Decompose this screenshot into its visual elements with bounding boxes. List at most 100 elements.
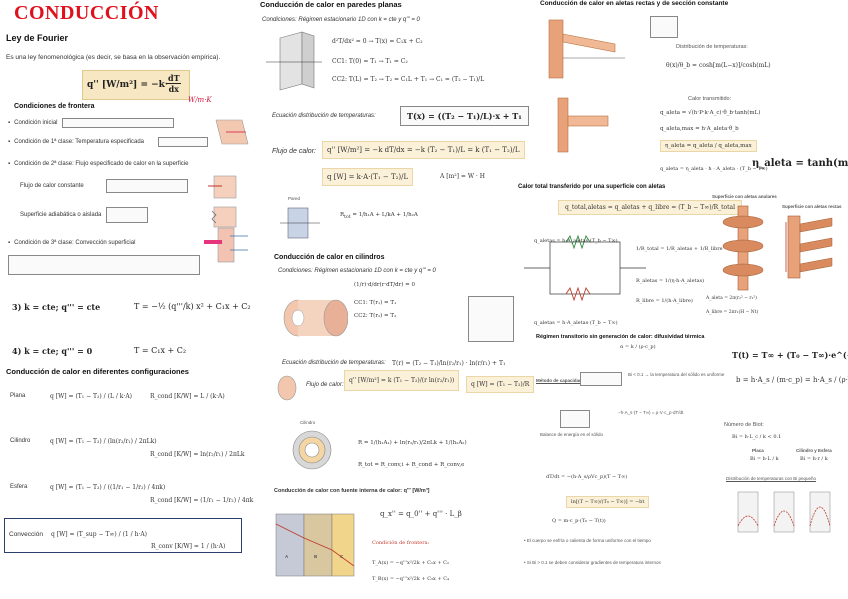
cyl-flux-label: Flujo de calor:: [306, 382, 344, 388]
fin-efficiency-eq: η_aleta = tanh(mL) / mL: [752, 158, 848, 169]
annular-fins-diagram: [722, 205, 764, 291]
total-heat-heading: Calor total transferido por una superfic…: [518, 184, 666, 190]
biot-eq: Bi = h·L_c / k < 0.1: [732, 434, 782, 440]
transient-eq: T(t) = T∞ + (T₀ − T∞)·e^(−bt): [732, 350, 848, 360]
biot-label: Número de Biot:: [724, 422, 764, 428]
fin-temp-dist-eq: θ(x)/θ_b = cosh[m(L−x)]/cosh(mL): [666, 62, 771, 69]
lumped-energy-box: [580, 372, 622, 386]
temp-dist-label: Ecuación distribución de temperaturas:: [272, 113, 376, 119]
boundary-first-eq: [158, 137, 208, 147]
total-heat-eq: q_total,aletas = q_aletas + q_libre = (T…: [558, 200, 743, 215]
biot-cyl-eq: Bi = h·r / k: [800, 456, 828, 462]
transient-ode: dT/dt = −(h·A_s/ρVc_p)(T − T∞): [546, 474, 628, 480]
biot-plate-label: Placa: [752, 448, 764, 453]
wall-resistance-eq: Rtot = 1/h₁A + L/kA + 1/h₂A: [340, 212, 418, 221]
cyl-res-eq: R_tot = R_conv,i + R_cond + R_conv,e: [358, 462, 465, 468]
temp-dist-eq: T(x) = ((T₂ − T₁)/L)·x + T₁: [400, 106, 529, 126]
cyl-bc-2: CC2: T(r₂) = T₂: [354, 313, 397, 319]
transient-heading: Régimen transitorio sin generación de ca…: [536, 334, 705, 340]
config-plana-eq: q [W] = (T₁ − T₂) / (L / k·A): [50, 393, 132, 400]
b-eq: b = h·A_s / (m·c_p) = h·A_s / (ρ·V·c_p): [736, 376, 848, 384]
fin-heat-eq-2: q_aleta,max = h·A_aleta·θ_b: [660, 126, 739, 132]
cyl-conditions: Condiciones: Régimen estacionario 1D con…: [278, 268, 436, 274]
convection-bc-eq: [8, 255, 200, 275]
cylinder-diagram: [283, 299, 348, 337]
boundary-item-initial: Condición inicial: [8, 120, 57, 126]
config-cilindro-res: R_cond [K/W] = ln(r₂/r₁) / 2πLk: [150, 451, 245, 458]
layer-c-label: C: [340, 554, 344, 559]
page-title: CONDUCCIÓN: [14, 2, 159, 24]
config-esfera-res: R_cond [K/W] = (1/r₁ − 1/r₂) / 4πk: [150, 497, 254, 504]
straight-fins-label: Superficie con aletas rectas: [782, 204, 842, 209]
boundary-heading: Condiciones de frontera: [14, 103, 95, 110]
fin-heat-eq-1: q_aleta = √(h·P·k·A_c)·θ_b·tanh(mL): [660, 110, 761, 116]
case4-label: 4) k = cte; q''' = 0: [12, 346, 93, 356]
lumped-label: Método de capacidad concentrada: [536, 378, 610, 383]
lumped-sketch-box: [560, 410, 590, 428]
wall-eq-2: CC1: T(0) = T₁ → T₁ = C₂: [332, 58, 408, 65]
cyl-bc-1: CC1: T(r₁) = T₁: [354, 300, 397, 306]
walls-heading: Conducción de calor en paredes planas: [260, 0, 402, 9]
diffusivity-eq: α = k / (ρ·c_p): [620, 344, 656, 350]
heat-flux-label: Flujo de calor:: [272, 148, 316, 155]
cyl-dist-label: Ecuación distribución de temperaturas:: [282, 360, 386, 366]
boundary-item-second: Condición de 2ª clase: Flujo especificad…: [8, 161, 188, 167]
heat-flux-eq2: q [W] = k·A·(T₁ − T₂)/L: [322, 168, 414, 186]
config-plana-label: Plana: [10, 393, 26, 399]
fourier-equation-fraction: dT dx: [167, 73, 181, 94]
transient-note-2: • Si Bi > 0.1 se deben considerar gradie…: [524, 560, 661, 565]
wall-resistance-label: Pared: [288, 196, 301, 201]
fourier-eq-den: dx: [168, 84, 179, 94]
cylinder-label: Cilindro: [300, 420, 316, 425]
boundary-sketch-3: [211, 206, 237, 228]
straight-fins-diagram: [785, 215, 833, 279]
biot-plate-eq: Bi = h·L / k: [750, 456, 779, 462]
fin-temp-dist-label: Distribución de temperaturas:: [676, 44, 748, 50]
fourier-equation-box: q'' [W/m²] = −k· dT dx: [82, 70, 190, 100]
fin-resistance-circuit: [524, 234, 646, 302]
case4-equation: T = C₁x + C₂: [134, 346, 187, 355]
adiabatic-eq: [106, 207, 148, 223]
config-cilindro-eq: q [W] = (T₁ − T₂) / (ln(r₂/r₁) / 2πLk): [50, 438, 157, 445]
cyl-flux-eq-total: q [W] = (T₁ − T₂)/R: [466, 376, 535, 393]
layer-a-label: A: [285, 554, 289, 559]
cyl-flux-eq: q'' [W/m²] = k (T₁ − T₂)/(r ln(r₂/r₁)): [344, 370, 460, 391]
gen-eq: q_x'' = q_0'' + q''' · L_β: [380, 510, 462, 518]
case3-equation: T = −½ (q'''/k) x² + C₁x + C₂: [134, 302, 251, 311]
fin-diagram-3d: [548, 19, 625, 79]
circuit-label-top: q_aletas = h·A_aletas·(T_b − T∞): [534, 238, 618, 244]
config-plana-res: R_cond [K/W] = L / (k·A): [150, 393, 225, 400]
config-cilindro-label: Cilindro: [10, 438, 31, 444]
config-conveccion-res: R_conv [K/W] = 1 / (h·A): [151, 543, 226, 550]
walls-conditions: Condiciones: Régimen estacionario 1D con…: [262, 17, 420, 23]
fourier-equation-lhs: q'' [W/m²] = −k·: [87, 80, 169, 90]
boundary-item-first: Condición de 1ª clase: Temperatura espec…: [8, 139, 144, 145]
fin-efficiency-q: q_aleta = η_aleta · h · A_aleta · (T_b −…: [660, 166, 768, 172]
transient-solution-box: ln[(T − T∞)/(T₀ − T∞)] = −bt: [566, 496, 650, 508]
cyl-ode: (1/r)·d/dr(r·dT/dr) = 0: [354, 282, 416, 288]
gen-condition-note: Condición de frontera:: [372, 540, 430, 546]
fourier-intro: Es una ley fenomenológica (es decir, se …: [6, 54, 221, 61]
temp-profile-diagram: [737, 491, 831, 533]
gen-heading: Conducción de calor con fuente interna d…: [274, 488, 430, 494]
convection-box: Convección q [W] = (T_sup − T∞) / (1 / h…: [4, 518, 242, 553]
annular-area-eq2: A_libre = 2πr₁(H − Nt): [706, 310, 759, 315]
fins-heading: Conducción de calor en aletas rectas y d…: [540, 0, 729, 7]
constant-flux-eq: [106, 179, 188, 193]
wall-eq-1: d²T/dx² = 0 → T(x) = C₁x + C₂: [332, 38, 423, 45]
fin-diagram-side: [557, 97, 609, 153]
boundary-item-adiabatic: Superficie adiabática o aislada: [20, 212, 102, 218]
gen-temp-eq-2: T_B(x) = −q'''x²/2k + C₃x + C₄: [372, 576, 450, 582]
layer-b-label: B: [314, 554, 318, 559]
fourier-heading: Ley de Fourier: [6, 33, 69, 43]
config-conveccion-eq: q [W] = (T_sup − T∞) / (1 / h·A): [51, 531, 148, 538]
cyl-flux-icon: [277, 375, 297, 401]
composite-layers-diagram: [275, 513, 355, 577]
config-conveccion-label: Convección: [9, 531, 43, 538]
cyl-heading: Conducción de calor en cilindros: [274, 254, 385, 261]
config-esfera-label: Esfera: [10, 484, 28, 490]
fin-heat-label: Calor transmitido:: [688, 96, 732, 102]
w-mk-annotation: W/m·K: [188, 96, 212, 104]
balance-note: −h·A_s·(T − T∞) = ρ·V·c_p·dT/dt: [618, 410, 684, 415]
heat-flux-area: A [m²] = W · H: [440, 173, 485, 180]
